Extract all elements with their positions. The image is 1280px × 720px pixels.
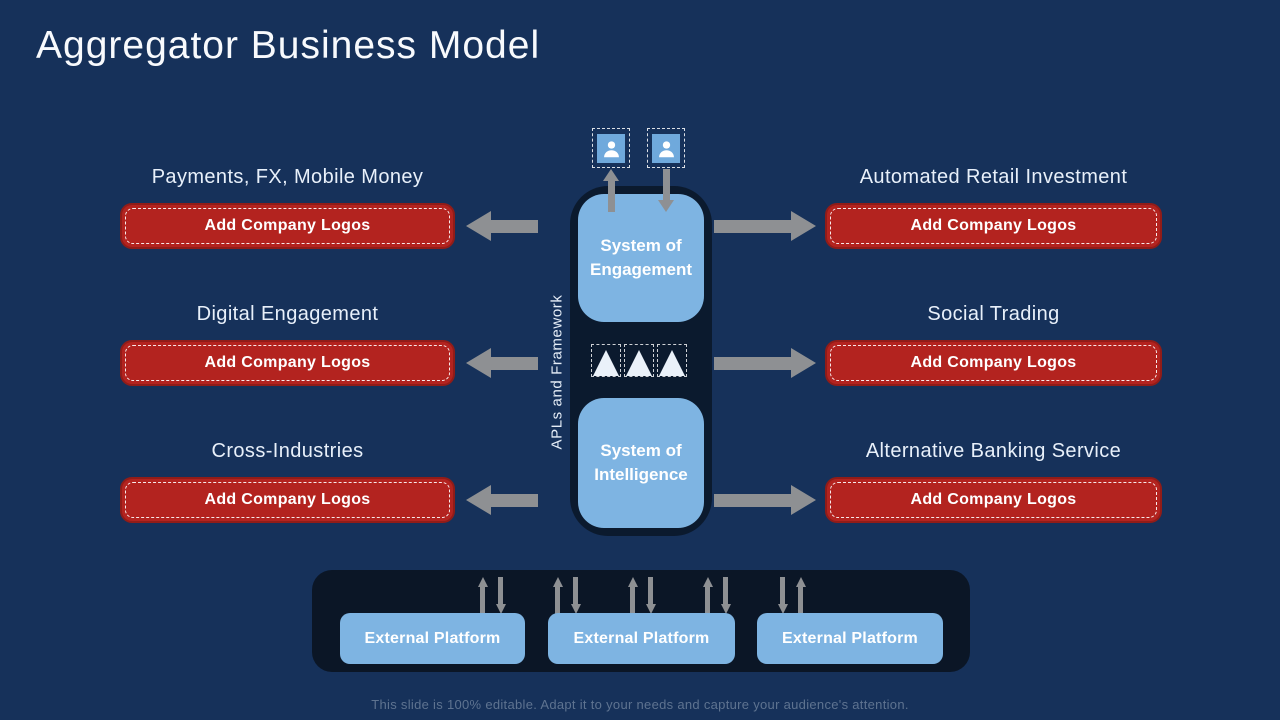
dashed-border: Add Company Logos [125,482,450,518]
updown-arrows-icon [702,577,731,614]
down-arrow-icon [495,577,506,614]
left-arrow-icon [466,211,538,241]
right-arrow-icon [714,348,816,378]
button-label: Add Company Logos [910,217,1077,234]
external-platform-box: External Platform [548,613,735,664]
updown-arrows-icon [627,577,656,614]
button-label: Add Company Logos [204,491,371,508]
up-arrow-icon [477,577,488,614]
person-icon [652,133,680,163]
person-icon-frame [647,128,685,168]
external-platform-box: External Platform [340,613,525,664]
page-title: Aggregator Business Model [36,24,541,67]
section-label-payments: Payments, FX, Mobile Money [151,166,424,188]
person-icon [597,133,625,163]
system-of-intelligence-label: System of Intelligence [594,441,688,484]
up-arrow-icon [603,169,619,212]
dashed-border: Add Company Logos [125,345,450,381]
up-arrow-icon [627,577,638,614]
dashed-border: Add Company Logos [830,345,1157,381]
dashed-border: Add Company Logos [830,208,1157,244]
external-platform-label: External Platform [782,629,918,647]
external-platform-label: External Platform [573,629,710,647]
footer-note: This slide is 100% editable. Adapt it to… [371,697,909,712]
system-of-intelligence-box: System of Intelligence [578,398,704,528]
triangle-icon [591,344,621,377]
down-arrow-icon [645,577,656,614]
triangle-icon-row [591,344,687,377]
dashed-border: Add Company Logos [830,482,1157,518]
down-arrow-icon [777,577,788,614]
updown-arrows-icon [777,577,806,614]
vertical-label-apls-framework: APLs and Framework [548,294,566,450]
section-label-alternative-banking: Alternative Banking Service [865,440,1122,462]
down-arrow-icon [658,169,674,212]
up-arrow-icon [795,577,806,614]
button-label: Add Company Logos [204,217,371,234]
left-arrow-icon [466,485,538,515]
system-of-engagement-label: System of Engagement [589,236,693,279]
add-company-logos-button-cross-industries[interactable]: Add Company Logos [120,477,455,523]
down-arrow-icon [720,577,731,614]
add-company-logos-button-alternative-banking[interactable]: Add Company Logos [825,477,1162,523]
person-icon-frame [592,128,630,168]
down-arrow-icon [570,577,581,614]
add-company-logos-button-social-trading[interactable]: Add Company Logos [825,340,1162,386]
button-label: Add Company Logos [910,354,1077,371]
add-company-logos-button-payments[interactable]: Add Company Logos [120,203,455,249]
dashed-border: Add Company Logos [125,208,450,244]
section-label-automated-retail: Automated Retail Investment [859,166,1128,188]
up-arrow-icon [552,577,563,614]
up-arrow-icon [702,577,713,614]
section-label-digital-engagement: Digital Engagement [196,303,379,325]
triangle-icon [657,344,687,377]
add-company-logos-button-digital-engagement[interactable]: Add Company Logos [120,340,455,386]
left-arrow-icon [466,348,538,378]
right-arrow-icon [714,485,816,515]
section-label-social-trading: Social Trading [927,303,1060,325]
button-label: Add Company Logos [204,354,371,371]
external-platform-box: External Platform [757,613,943,664]
updown-arrows-icon [477,577,506,614]
external-platform-label: External Platform [364,629,501,647]
updown-arrows-icon [552,577,581,614]
right-arrow-icon [714,211,816,241]
add-company-logos-button-automated-retail[interactable]: Add Company Logos [825,203,1162,249]
button-label: Add Company Logos [910,491,1077,508]
section-label-cross-industries: Cross-Industries [211,440,364,462]
system-of-engagement-box: System of Engagement [578,194,704,322]
triangle-icon [624,344,654,377]
